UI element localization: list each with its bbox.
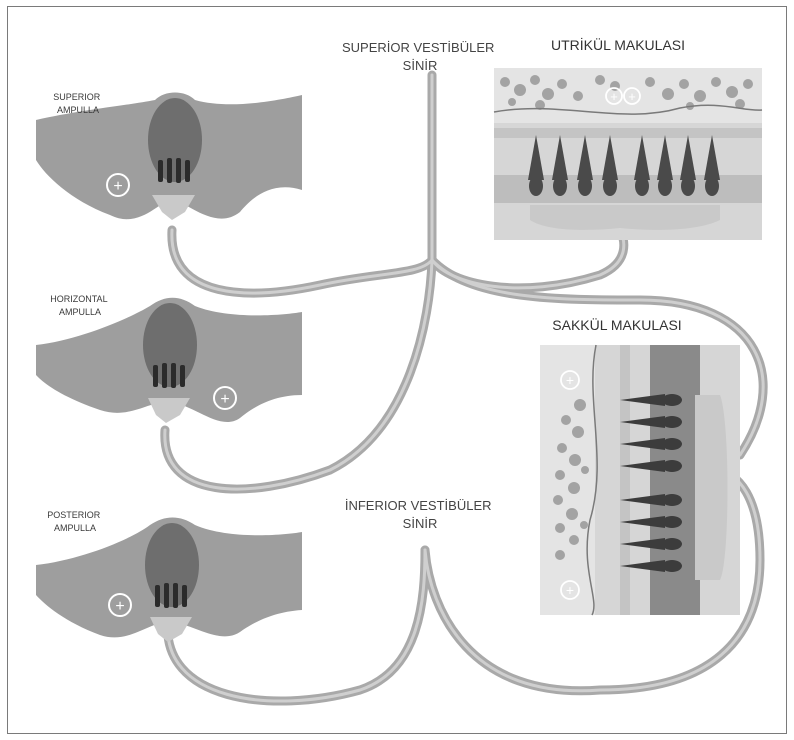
horizontal-cupula <box>143 303 197 387</box>
superior-ampulla: + SUPERIOR AMPULLA <box>36 92 302 220</box>
superior-ampulla-label-1: SUPERIOR <box>53 92 101 102</box>
superior-nerve-label-2: SİNİR <box>403 58 438 73</box>
saccule-label: SAKKÜL MAKULASI <box>552 316 681 333</box>
superior-synapse <box>152 195 195 220</box>
utricle-synapse-plate <box>530 205 720 230</box>
utricle-plus-1: + <box>610 89 618 104</box>
horizontal-ampulla-label-1: HORIZONTAL <box>50 294 107 304</box>
posterior-ampulla: + POSTERIOR AMPULLA <box>36 510 302 642</box>
utricle-macula: + + UTRİKÜL MAKULASI <box>494 36 762 240</box>
saccule-plus-2: + <box>566 582 574 598</box>
utricle-label: UTRİKÜL MAKULASI <box>551 36 685 53</box>
superior-ampulla-label-2: AMPULLA <box>57 105 99 115</box>
horizontal-plus: + <box>220 391 229 408</box>
svg-text:HORIZONTAL AMPULLA: HORIZONTAL AMPULLA <box>50 294 110 317</box>
inferior-nerve-label-2: SİNİR <box>403 516 438 531</box>
inferior-nerve-label-1: İNFERIOR VESTİBÜLER <box>345 498 492 513</box>
superior-nerve-label-1: SUPERİOR VESTİBÜLER <box>342 40 494 55</box>
superior-cupula <box>148 98 202 182</box>
svg-text:SUPERIOR AMPULLA: SUPERIOR AMPULLA <box>53 92 103 115</box>
horizontal-synapse <box>148 398 190 423</box>
superior-plus: + <box>113 178 122 195</box>
svg-text:SUPERİOR VESTİBÜLER SİNİR: SUPERİOR VESTİBÜLER SİNİR <box>342 40 498 73</box>
posterior-plus: + <box>115 598 124 615</box>
svg-text:POSTERIOR AMPULLA: POSTERIOR AMPULLA <box>47 510 103 533</box>
posterior-ampulla-label-1: POSTERIOR <box>47 510 101 520</box>
posterior-cupula <box>145 523 199 607</box>
saccule-macula: + + SAKKÜL MAKULASI <box>540 316 740 615</box>
posterior-synapse <box>150 617 192 642</box>
posterior-ampulla-label-2: AMPULLA <box>54 523 96 533</box>
utricle-plus-2: + <box>628 89 636 104</box>
horizontal-ampulla-label-2: AMPULLA <box>59 307 101 317</box>
svg-text:İNFERIOR VESTİBÜLER SİNİR: İNFERIOR VESTİBÜLER SİNİR <box>345 498 495 531</box>
horizontal-ampulla: + HORIZONTAL AMPULLA <box>36 294 302 423</box>
saccule-plus-1: + <box>566 372 574 388</box>
saccule-synapse-plate <box>695 395 728 580</box>
